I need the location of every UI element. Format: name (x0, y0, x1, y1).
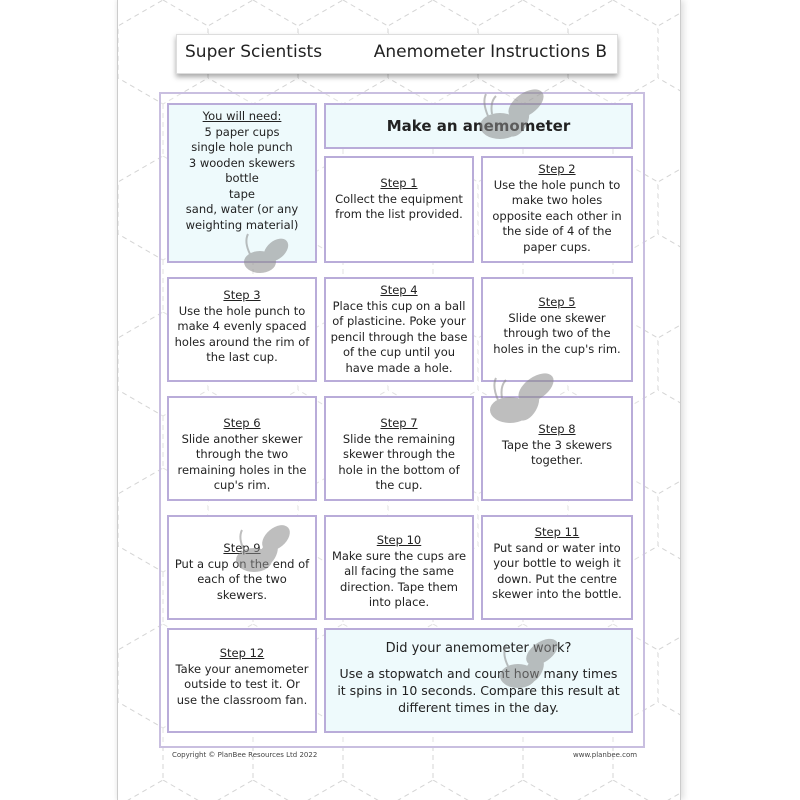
evaluation-card: Did your anemometer work? Use a stopwatc… (324, 628, 633, 733)
copyright-text: Copyright © PlanBee Resources Ltd 2022 (172, 751, 318, 759)
step-label: Step 5 (538, 295, 576, 309)
equipment-item: bottle (225, 171, 259, 185)
bee-icon (236, 525, 290, 572)
step-label: Step 1 (380, 176, 418, 190)
equipment-heading: You will need: (202, 109, 282, 123)
step-card: Step 11 Put sand or water into your bott… (481, 515, 633, 620)
step-label: Step 6 (223, 416, 261, 430)
step-label: Step 8 (538, 422, 576, 436)
step-text: Make sure the cups are all facing the sa… (331, 548, 467, 610)
step-card: Step 7 Slide the remaining skewer throug… (324, 396, 474, 501)
step-text: Collect the equipment from the list prov… (335, 191, 463, 222)
step-text: Use the hole punch to make 4 evenly spac… (174, 303, 310, 365)
bee-icon (244, 233, 289, 273)
step-label: Step 3 (223, 288, 261, 302)
worksheet-title: Anemometer Instructions B (373, 42, 607, 62)
bee-icon (500, 638, 558, 688)
equipment-card: You will need: 5 paper cups single hole … (167, 103, 317, 263)
subject-title: Super Scientists (185, 42, 323, 62)
page-header: Super Scientists Anemometer Instructions… (176, 34, 618, 74)
step-text: Use the hole punch to make two holes opp… (492, 177, 622, 254)
step-card: Step 5 Slide one skewer through two of t… (481, 277, 633, 382)
step-label: Step 4 (380, 283, 418, 297)
step-text: Place this cup on a ball of plasticine. … (330, 298, 468, 375)
step-card: Step 3 Use the hole punch to make 4 even… (167, 277, 317, 382)
step-card: Step 10 Make sure the cups are all facin… (324, 515, 474, 620)
equipment-item: tape (229, 186, 255, 201)
step-card: Step 4 Place this cup on a ball of plast… (324, 277, 474, 382)
step-label: Step 2 (538, 162, 576, 176)
step-card: Step 12 Take your anemometer outside to … (167, 628, 317, 733)
step-text: Slide the remaining skewer through the h… (338, 431, 460, 493)
bee-icon (480, 89, 544, 139)
evaluation-text: Use a stopwatch and count how many times… (337, 666, 620, 715)
equipment-item: single hole punch (191, 140, 293, 154)
website-url: www.planbee.com (573, 751, 638, 759)
equipment-item: sand, water (or any weighting material) (185, 202, 299, 232)
step-card: Step 6 Slide another skewer through the … (167, 396, 317, 501)
evaluation-question: Did your anemometer work? (385, 641, 572, 656)
step-card: Step 1 Collect the equipment from the li… (324, 156, 474, 263)
step-text: Take your anemometer outside to test it.… (175, 661, 309, 707)
step-label: Step 7 (380, 416, 418, 430)
step-text: Put sand or water into your bottle to we… (492, 540, 622, 602)
step-text: Slide one skewer through two of the hole… (493, 310, 621, 356)
make-title-card: Make an anemometer (324, 103, 633, 149)
step-label: Step 12 (219, 646, 265, 660)
step-label: Step 11 (534, 525, 580, 539)
bee-icon (490, 373, 554, 423)
step-text: Slide another skewer through the two rem… (177, 431, 307, 493)
step-text: Tape the 3 skewers together. (501, 437, 613, 468)
step-label: Step 10 (376, 533, 422, 547)
equipment-item: 3 wooden skewers (188, 155, 296, 170)
equipment-item: 5 paper cups (204, 124, 280, 139)
step-card: Step 2 Use the hole punch to make two ho… (481, 156, 633, 263)
